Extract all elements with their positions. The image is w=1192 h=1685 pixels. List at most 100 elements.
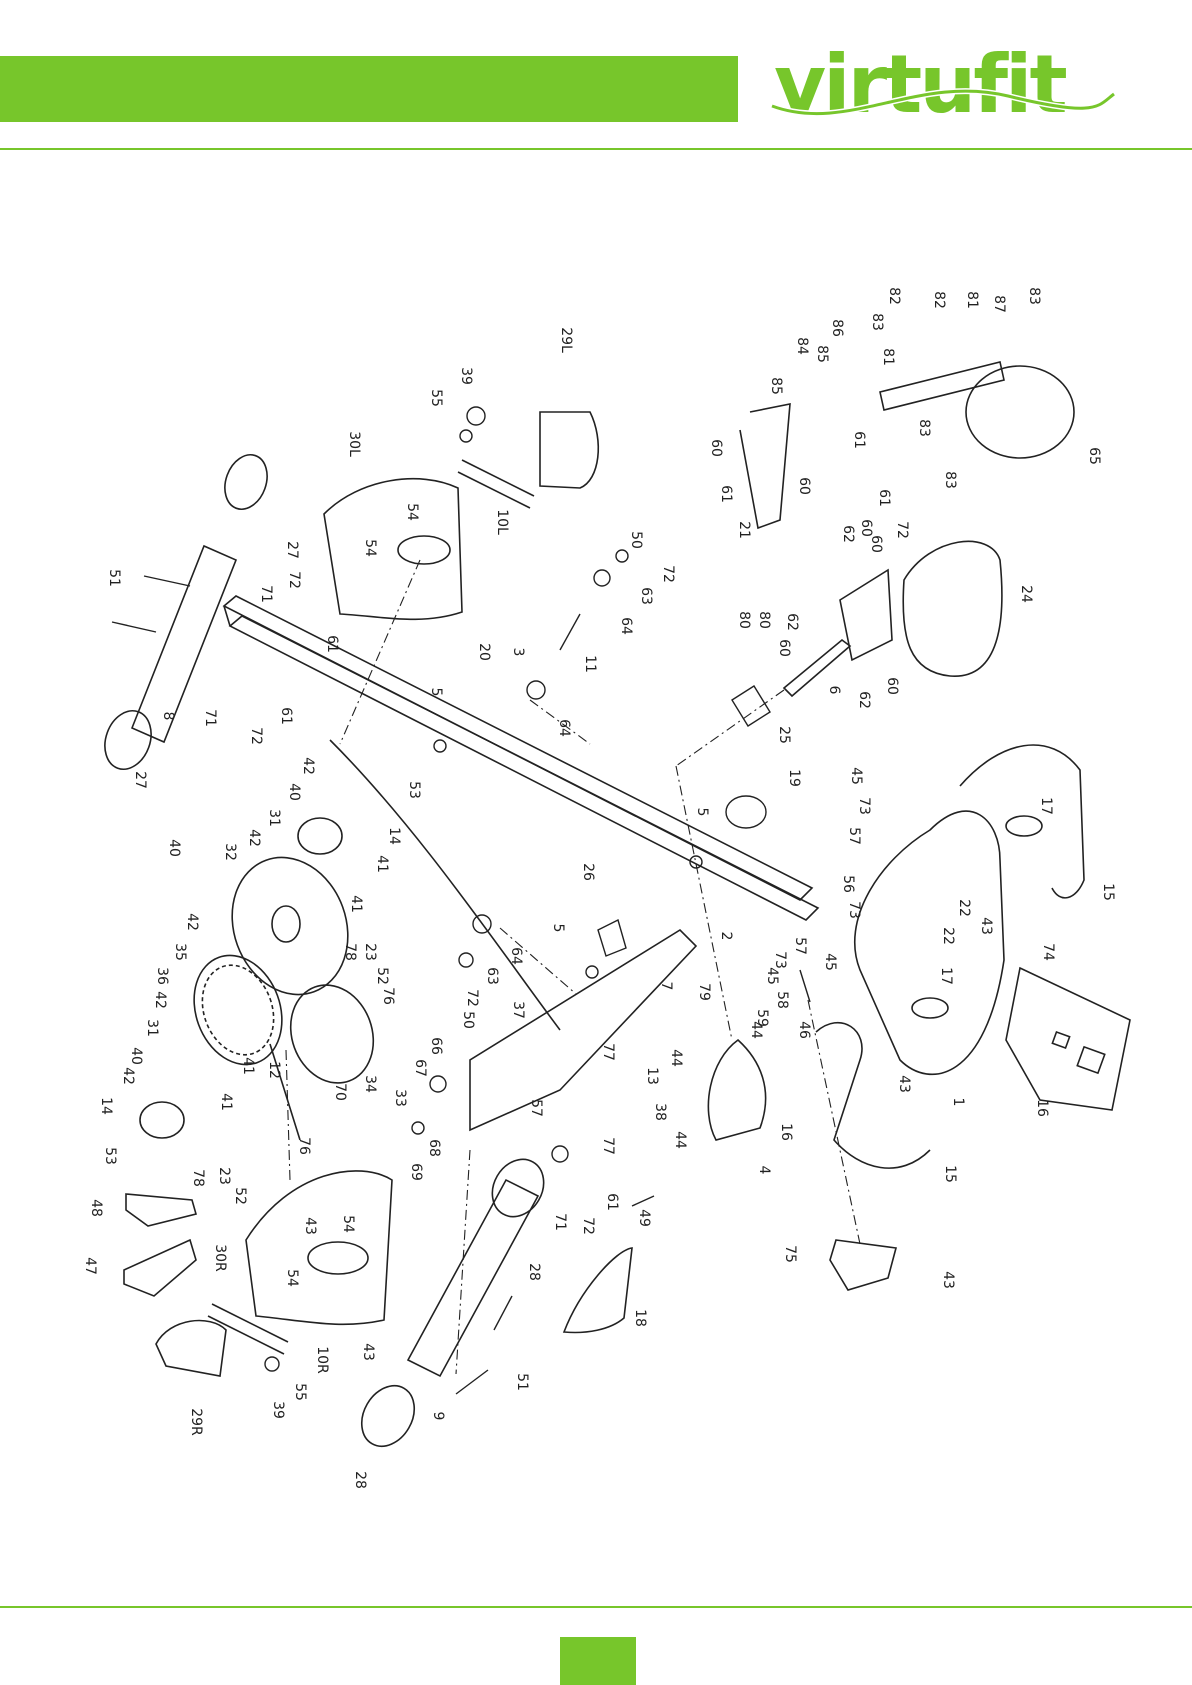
part-callout: 19 <box>786 769 802 787</box>
part-callout: 40 <box>166 839 182 857</box>
part-callout: 22 <box>940 927 956 945</box>
part-callout: 54 <box>340 1215 356 1233</box>
part-callout: 45 <box>764 967 780 985</box>
part-callout: 73 <box>772 951 788 969</box>
part-callout: 26 <box>580 863 596 881</box>
front-stabilizer <box>104 454 268 770</box>
part-callout: 64 <box>556 719 572 737</box>
part-callout: 68 <box>426 1139 442 1157</box>
part-callout: 86 <box>829 319 845 337</box>
part-callout: 60 <box>868 535 884 553</box>
part-callout: 51 <box>106 569 122 587</box>
part-callout: 47 <box>82 1257 98 1275</box>
handlebars <box>815 744 1085 1169</box>
part-callout: 83 <box>869 313 885 331</box>
part-callout: 55 <box>292 1383 308 1401</box>
part-callout: 83 <box>942 471 958 489</box>
part-callout: 77 <box>600 1137 616 1155</box>
part-callout: 14 <box>386 827 402 845</box>
seat-assembly <box>739 361 1075 698</box>
part-callout: 5 <box>694 808 710 817</box>
part-callout: 82 <box>931 291 947 309</box>
part-callout: 58 <box>774 991 790 1009</box>
part-callout: 32 <box>222 843 238 861</box>
part-callout: 41 <box>218 1093 234 1111</box>
part-callout: 63 <box>484 967 500 985</box>
part-callout: 54 <box>362 539 378 557</box>
part-callout: 48 <box>88 1199 104 1217</box>
part-callout: 45 <box>822 953 838 971</box>
part-callout: 13 <box>644 1067 660 1085</box>
part-callout: 60 <box>708 439 724 457</box>
part-callout: 10R <box>314 1346 330 1374</box>
part-callout: 72 <box>248 727 264 745</box>
part-callout: 31 <box>144 1019 160 1037</box>
part-callout: 61 <box>718 485 734 503</box>
part-callout: 27 <box>284 541 300 559</box>
part-callout: 16 <box>1034 1099 1050 1117</box>
part-callout: 29L <box>558 327 574 353</box>
part-callout: 30L <box>346 431 362 457</box>
page-number-box <box>560 1637 636 1685</box>
part-callout: 62 <box>856 691 872 709</box>
part-callout: 61 <box>851 431 867 449</box>
part-callout: 72 <box>580 1217 596 1235</box>
part-callout: 43 <box>360 1343 376 1361</box>
part-callout: 29R <box>188 1408 204 1436</box>
part-callout: 6 <box>826 686 842 695</box>
part-callout: 40 <box>286 783 302 801</box>
part-callout: 79 <box>696 983 712 1001</box>
part-callout: 59 <box>754 1009 770 1027</box>
part-callout: 54 <box>404 503 420 521</box>
part-callout: 71 <box>202 709 218 727</box>
part-callout: 42 <box>152 991 168 1009</box>
part-callout: 72 <box>660 565 676 583</box>
part-callout: 44 <box>748 1021 764 1039</box>
assembly-guides <box>285 559 861 1375</box>
part-callout: 42 <box>120 1067 136 1085</box>
part-callout: 8 <box>160 712 176 721</box>
part-callout: 72 <box>286 571 302 589</box>
part-callout: 52 <box>374 967 390 985</box>
part-callout: 83 <box>916 419 932 437</box>
part-callout: 5 <box>428 688 444 697</box>
header-band <box>0 56 738 122</box>
part-callout: 10L <box>494 509 510 535</box>
part-callout: 77 <box>600 1043 616 1061</box>
part-callout: 25 <box>776 726 792 744</box>
console-and-covers <box>123 966 1131 1334</box>
part-callout: 61 <box>324 635 340 653</box>
part-callout: 76 <box>380 987 396 1005</box>
part-callout: 50 <box>460 1011 476 1029</box>
part-callout: 2 <box>718 932 734 941</box>
part-callout: 60 <box>858 519 874 537</box>
part-callout: 3 <box>510 648 526 657</box>
part-callout: 62 <box>840 525 856 543</box>
part-callout: 80 <box>736 611 752 629</box>
header-divider <box>0 148 1192 150</box>
part-callout: 81 <box>880 348 896 366</box>
part-callout: 78 <box>342 943 358 961</box>
part-callout: 41 <box>374 855 390 873</box>
part-callout: 18 <box>632 1309 648 1327</box>
part-callout: 40 <box>128 1047 144 1065</box>
virtufit-logo: virtufit <box>770 38 1116 131</box>
part-callout: 42 <box>246 829 262 847</box>
part-callout: 39 <box>458 367 474 385</box>
part-callout: 57 <box>846 827 862 845</box>
part-callout: 39 <box>270 1401 286 1419</box>
part-callout: 34 <box>362 1075 378 1093</box>
part-callout: 52 <box>232 1187 248 1205</box>
part-callout: 42 <box>300 757 316 775</box>
part-callout: 15 <box>942 1165 958 1183</box>
part-callout: 43 <box>940 1271 956 1289</box>
part-callout: 62 <box>784 613 800 631</box>
part-callout: 54 <box>284 1269 300 1287</box>
cranks-and-pedals <box>155 411 600 1377</box>
part-callout: 82 <box>886 287 902 305</box>
main-frame <box>222 595 820 1132</box>
part-callout: 20 <box>476 643 492 661</box>
part-callout: 63 <box>638 587 654 605</box>
